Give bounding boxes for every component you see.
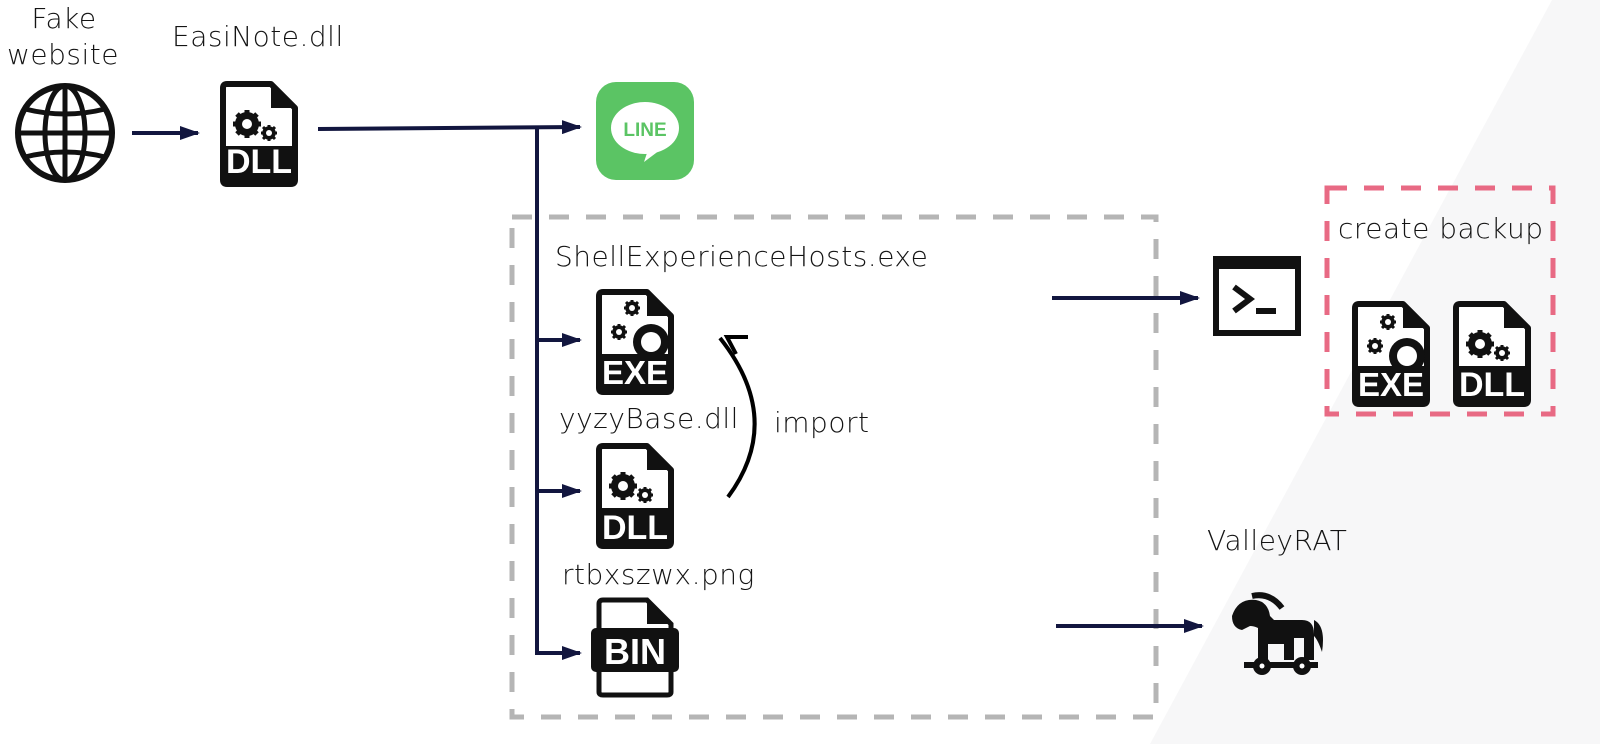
terminal-icon (1213, 256, 1301, 336)
yyzybase-label: yyzyBase.dll (559, 402, 739, 435)
easinote-label: EasiNote.dll (172, 20, 344, 53)
exe-badge-text: EXE (602, 354, 668, 391)
exe-file-icon (1355, 304, 1427, 404)
dll-badge-text: DLL (226, 143, 292, 181)
exe-badge-text: EXE (1358, 366, 1424, 403)
import-arrow-head (723, 335, 748, 355)
fake-website-label-line1: Fake (31, 2, 97, 35)
dll-file-icon (223, 84, 295, 184)
import-arrow (718, 336, 757, 499)
rtbxszwx-label: rtbxszwx.png (562, 558, 755, 591)
import-label: import (774, 406, 870, 439)
dll-file-icon (599, 446, 671, 546)
arrow-dll-to-line (317, 120, 582, 135)
dll-badge-text: DLL (602, 509, 668, 547)
exe-file-icon (599, 292, 671, 392)
bin-file-icon (591, 597, 679, 698)
trojan-horse-icon (1232, 592, 1323, 675)
line-app-icon (596, 82, 694, 180)
backup-container (1324, 185, 1556, 417)
dropped-files-container (509, 214, 1159, 720)
fake-website-label-line2: website (7, 38, 119, 71)
create-backup-label: create backup (1338, 212, 1544, 245)
dll-file-icon (1456, 304, 1528, 404)
bin-badge-text: BIN (604, 631, 666, 672)
globe-icon (15, 83, 115, 183)
valleyrat-label: ValleyRAT (1207, 524, 1348, 557)
shellhost-label: ShellExperienceHosts.exe (555, 240, 929, 273)
dll-badge-text: DLL (1459, 366, 1525, 404)
line-app-text: LINE (623, 120, 666, 141)
